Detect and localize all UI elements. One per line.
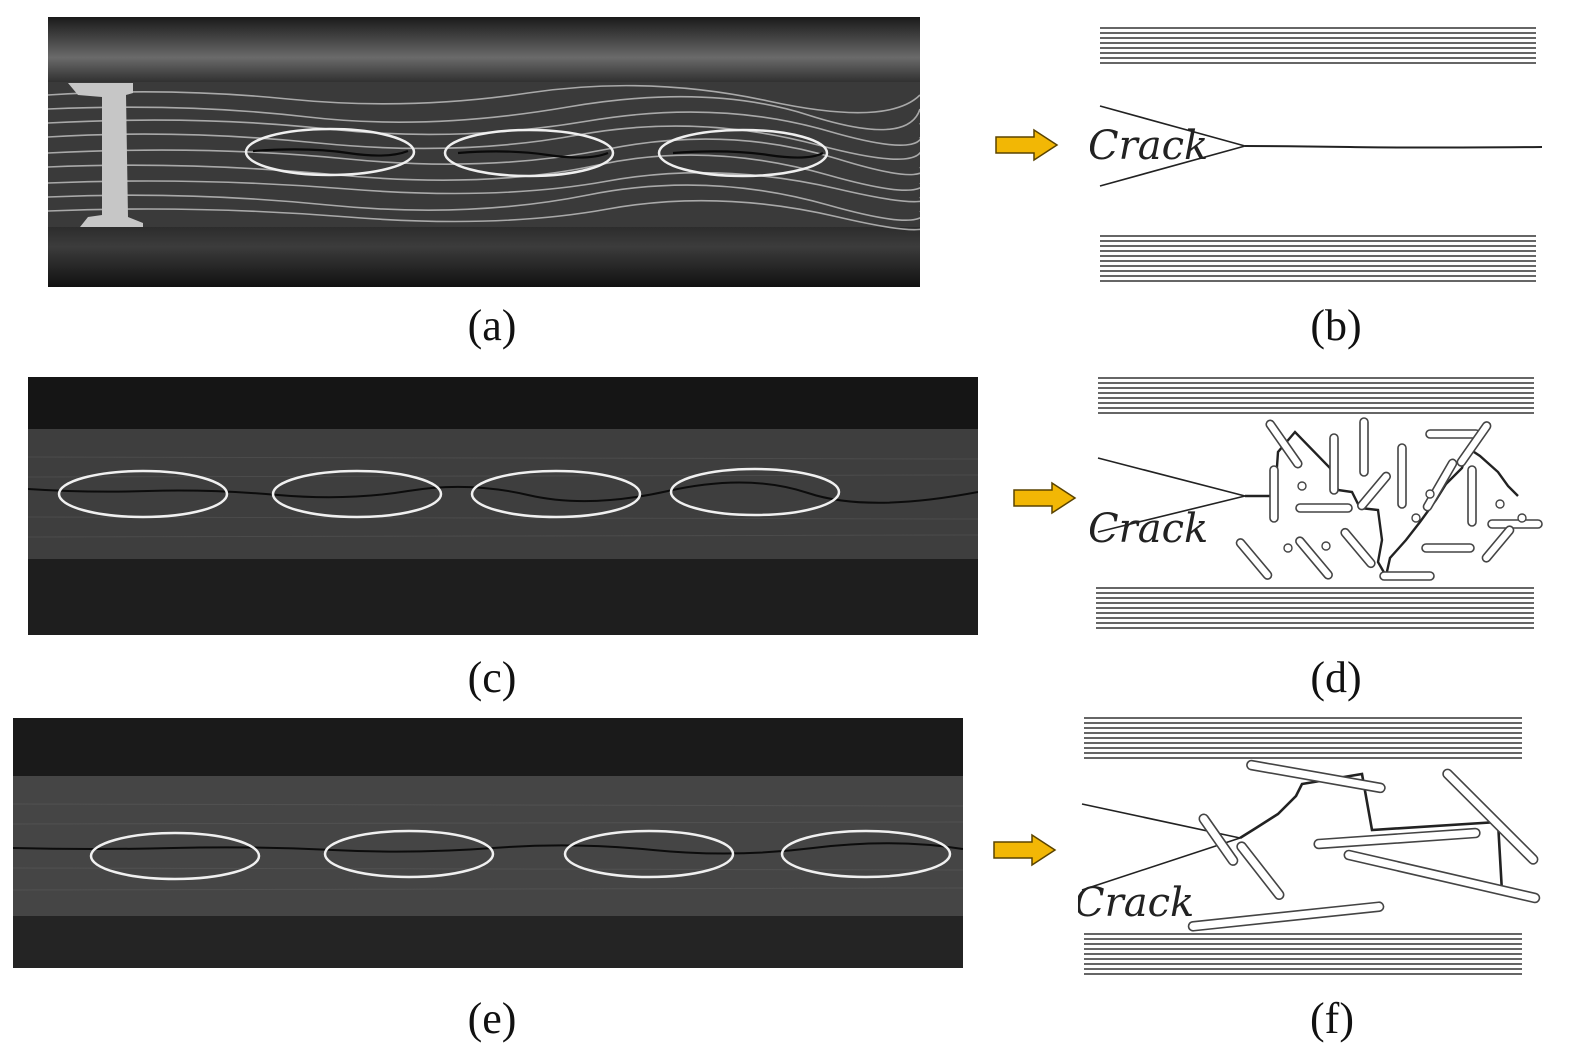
arrow-right-icon xyxy=(992,833,1058,871)
caption-e: (e) xyxy=(467,994,517,1043)
photo-a xyxy=(48,17,920,287)
photo-c xyxy=(28,377,978,635)
crack-label: Crack xyxy=(1078,880,1194,926)
schematic-f: Crack xyxy=(1078,712,1558,982)
caption-a: (a) xyxy=(467,301,517,350)
caption-f: (f) xyxy=(1310,994,1354,1043)
schematic-d: Crack xyxy=(1090,372,1550,642)
caption-d: (d) xyxy=(1310,653,1362,702)
crack-label: Crack xyxy=(1090,506,1208,552)
arrow-right-icon xyxy=(994,128,1060,166)
photo-e xyxy=(13,718,963,968)
schematic-b: Crack xyxy=(1090,20,1550,290)
caption-c: (c) xyxy=(467,653,517,702)
arrow-right-icon xyxy=(1012,481,1078,519)
caption-b: (b) xyxy=(1310,301,1362,350)
crack-label: Crack xyxy=(1090,123,1208,169)
